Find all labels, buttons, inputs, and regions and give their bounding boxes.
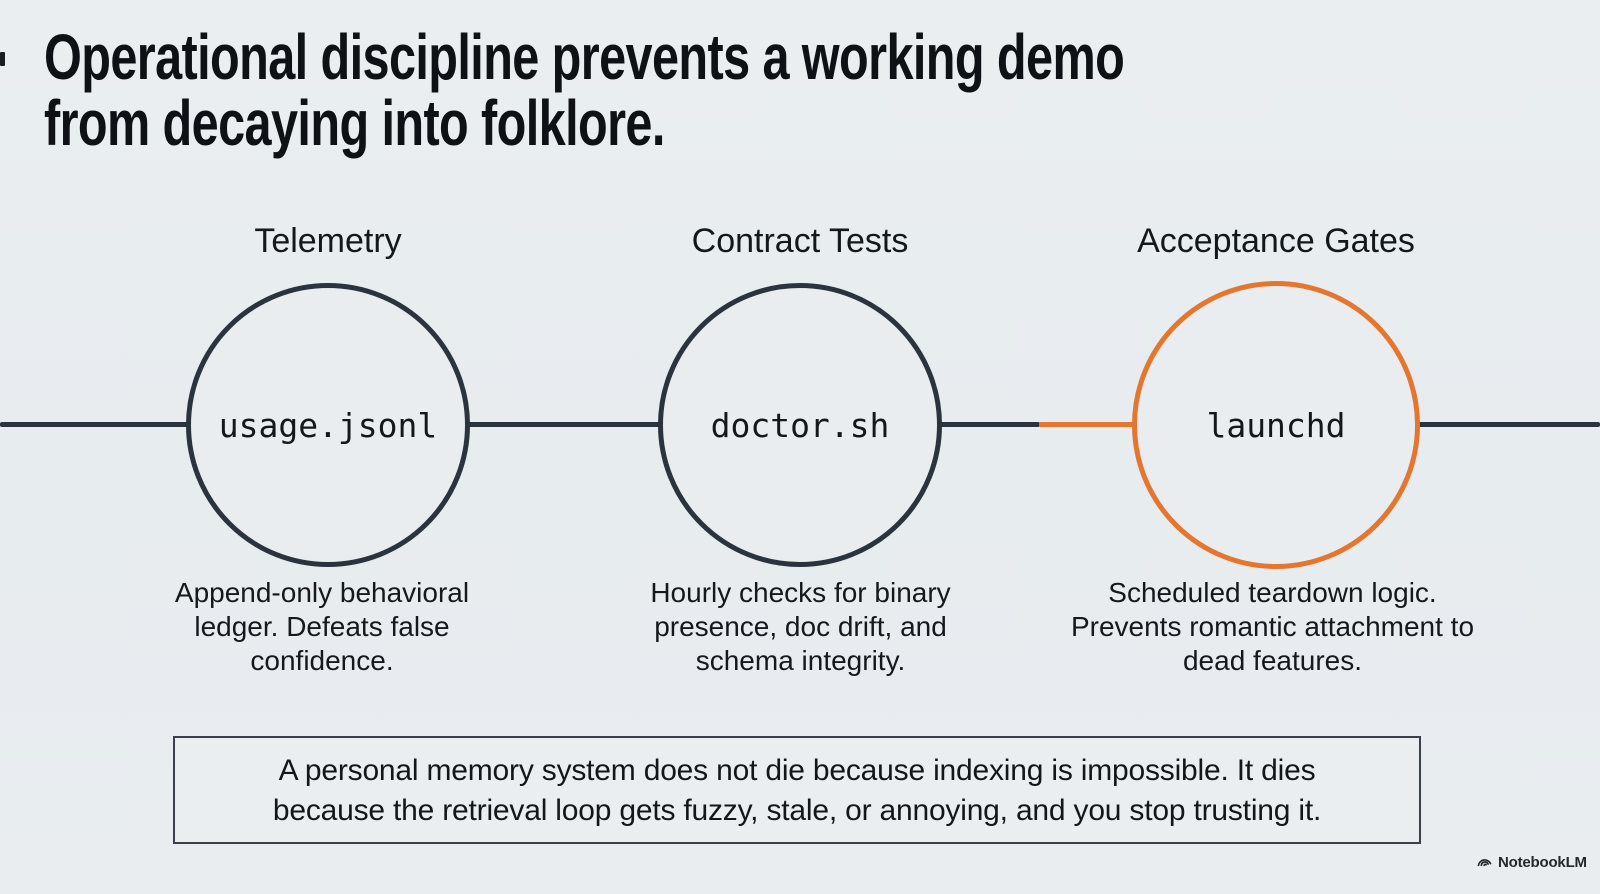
stage-description-telemetry: Append-only behavioral ledger. Defeats f… xyxy=(174,577,470,676)
stage-node-acceptance-gates: launchd xyxy=(1206,405,1346,445)
page-title: Operational discipline prevents a workin… xyxy=(44,21,1125,159)
stage-circle-telemetry: usage.jsonl xyxy=(186,283,470,567)
stage-label-contract-tests: Contract Tests xyxy=(691,222,909,260)
timeline-segment-mid-2-dark xyxy=(940,422,1040,427)
timeline-segment-left xyxy=(0,422,189,427)
stage-node-contract-tests: doctor.sh xyxy=(710,405,890,445)
watermark: NotebookLM xyxy=(1476,854,1587,871)
callout-line-2: because the retrieval loop gets fuzzy, s… xyxy=(272,794,1322,827)
stage-description-contract-tests: Hourly checks for binary presence, doc d… xyxy=(650,577,951,676)
cropped-letter-artifact xyxy=(0,52,5,66)
stage-circle-acceptance-gates: launchd xyxy=(1132,281,1420,569)
watermark-label: NotebookLM xyxy=(1498,854,1587,871)
stage-description-acceptance-gates: Scheduled teardown logic. Prevents roman… xyxy=(1070,577,1475,676)
timeline-segment-right xyxy=(1416,422,1600,427)
stage-circle-contract-tests: doctor.sh xyxy=(658,283,942,567)
stage-node-telemetry: usage.jsonl xyxy=(218,405,438,445)
timeline-segment-mid-1 xyxy=(467,422,661,427)
timeline-segment-mid-2-orange xyxy=(1039,422,1136,427)
notebooklm-icon xyxy=(1477,859,1492,867)
title-line-1: Operational discipline prevents a workin… xyxy=(44,21,1125,93)
stage-label-telemetry: Telemetry xyxy=(254,222,402,260)
stage-label-acceptance-gates: Acceptance Gates xyxy=(1137,222,1415,260)
title-line-2: from decaying into folklore. xyxy=(44,87,665,159)
callout-line-1: A personal memory system does not die be… xyxy=(278,754,1316,787)
callout-box: A personal memory system does not die be… xyxy=(173,736,1421,844)
